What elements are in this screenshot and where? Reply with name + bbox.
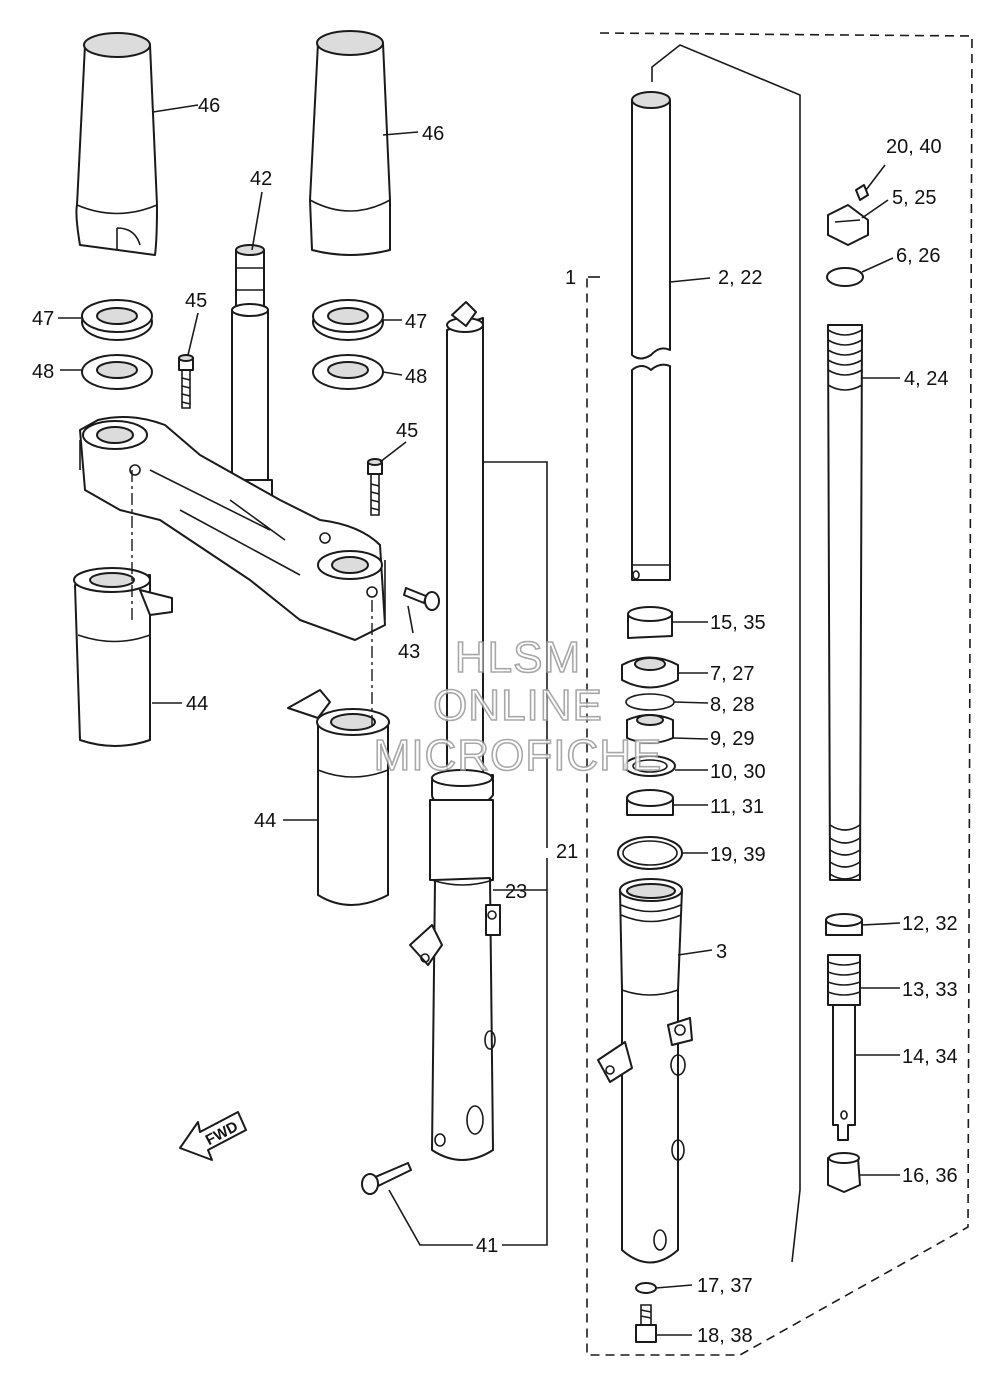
dust-seal-7-27 (621, 656, 679, 689)
label-3: 3 (716, 941, 727, 963)
watermark: HLSM ONLINE MICROFICHE (373, 632, 663, 781)
watermark-line-3: MICROFICHE (374, 731, 663, 780)
inner-tube (631, 91, 671, 581)
assembly-bracket (651, 44, 801, 1263)
o-ring-19-39 (617, 836, 683, 870)
cap-bolt-5-25 (827, 204, 869, 246)
label-44-left: 44 (186, 693, 208, 715)
label-5-25: 5, 25 (892, 187, 936, 209)
label-12-32: 12, 32 (902, 913, 958, 935)
part-labels: 46 46 42 47 48 47 48 45 45 43 44 44 21 2… (32, 95, 958, 1347)
label-41: 41 (476, 1235, 498, 1257)
watermark-line-1: HLSM (455, 633, 581, 682)
o-ring-6-26 (826, 267, 864, 287)
label-17-37: 17, 37 (697, 1275, 753, 1297)
label-19-39: 19, 39 (710, 844, 766, 866)
fork-cover-lower-left (73, 567, 173, 747)
label-13-33: 13, 33 (902, 979, 958, 1001)
bushing-11-31 (626, 789, 674, 816)
label-7-27: 7, 27 (710, 663, 754, 685)
label-44-right: 44 (254, 810, 276, 832)
fork-cover-lower-right (287, 689, 390, 906)
label-48-right: 48 (405, 366, 427, 388)
washer-47-left (81, 299, 153, 341)
label-1: 1 (565, 267, 576, 289)
label-42: 42 (250, 168, 272, 190)
rebound-spring-13-33 (827, 954, 861, 1006)
label-16-36: 16, 36 (902, 1165, 958, 1187)
label-21: 21 (556, 841, 578, 863)
washer-47-right (312, 299, 384, 341)
oil-seal-9-29 (626, 714, 674, 744)
label-45-left: 45 (185, 290, 207, 312)
oil-lock-piece-16-36 (827, 1152, 861, 1193)
washer-48-right (312, 354, 384, 390)
under-bracket (79, 416, 386, 641)
washer-48-left (81, 354, 153, 390)
damper-rod-14-34 (832, 1004, 856, 1141)
bolt-41 (361, 1162, 412, 1195)
washer-10-30 (624, 755, 676, 777)
fork-cover-upper-left (75, 32, 158, 256)
label-18-38: 18, 38 (697, 1325, 753, 1347)
label-46-left: 46 (198, 95, 220, 117)
label-2-22: 2, 22 (718, 267, 762, 289)
bushing-15-35 (627, 606, 673, 639)
label-8-28: 8, 28 (710, 694, 754, 716)
label-4-24: 4, 24 (904, 368, 948, 390)
fork-cover-upper-right (309, 30, 391, 256)
label-48-left: 48 (32, 361, 54, 383)
bolt-18-38 (635, 1304, 657, 1343)
bolt-45-right (367, 458, 383, 516)
label-47-left: 47 (32, 308, 54, 330)
label-45-right: 45 (396, 420, 418, 442)
clip-8-28 (625, 693, 675, 711)
bolt-43 (403, 587, 440, 611)
gasket-17-37 (635, 1282, 657, 1294)
leader-lines (58, 104, 901, 1336)
label-20-40: 20, 40 (886, 136, 942, 158)
damper-adjuster-20-40 (855, 184, 869, 201)
bolt-45-left (178, 354, 194, 409)
label-9-29: 9, 29 (710, 728, 754, 750)
watermark-line-2: ONLINE (433, 681, 603, 730)
fwd-arrow: FWD (179, 1111, 247, 1161)
fork-leg-complete-21 (409, 301, 501, 1161)
label-46-right: 46 (422, 123, 444, 145)
label-23: 23 (505, 881, 527, 903)
label-11-31: 11, 31 (710, 796, 764, 818)
label-6-26: 6, 26 (896, 245, 940, 267)
label-43: 43 (398, 641, 420, 663)
label-14-34: 14, 34 (902, 1046, 958, 1068)
label-15-35: 15, 35 (710, 612, 766, 634)
label-10-30: 10, 30 (710, 761, 766, 783)
outer-tube (597, 878, 693, 1264)
fork-spring (827, 324, 863, 881)
spring-seat-12-32 (825, 913, 863, 936)
label-47-right: 47 (405, 311, 427, 333)
